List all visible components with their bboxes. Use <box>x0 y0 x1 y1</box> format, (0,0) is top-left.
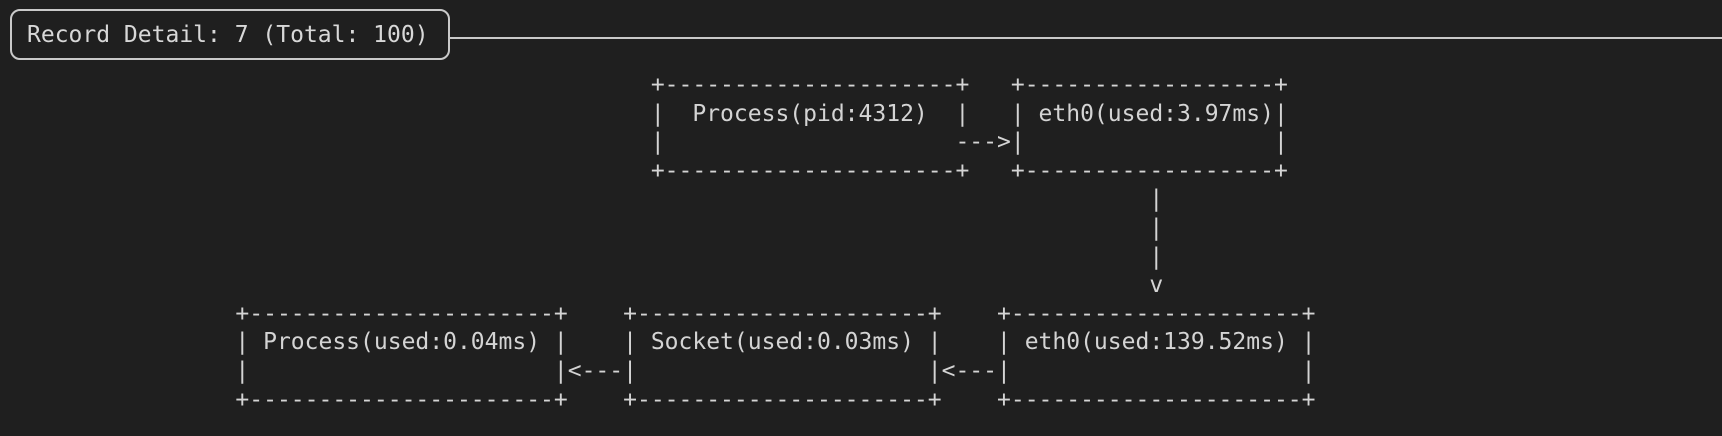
header-rule <box>449 37 1722 39</box>
flow-diagram: +---------------------+ +---------------… <box>235 72 1316 413</box>
record-detail-title: Record Detail: 7 (Total: 100) <box>27 21 429 48</box>
record-detail-title-box: Record Detail: 7 (Total: 100) <box>10 9 450 60</box>
